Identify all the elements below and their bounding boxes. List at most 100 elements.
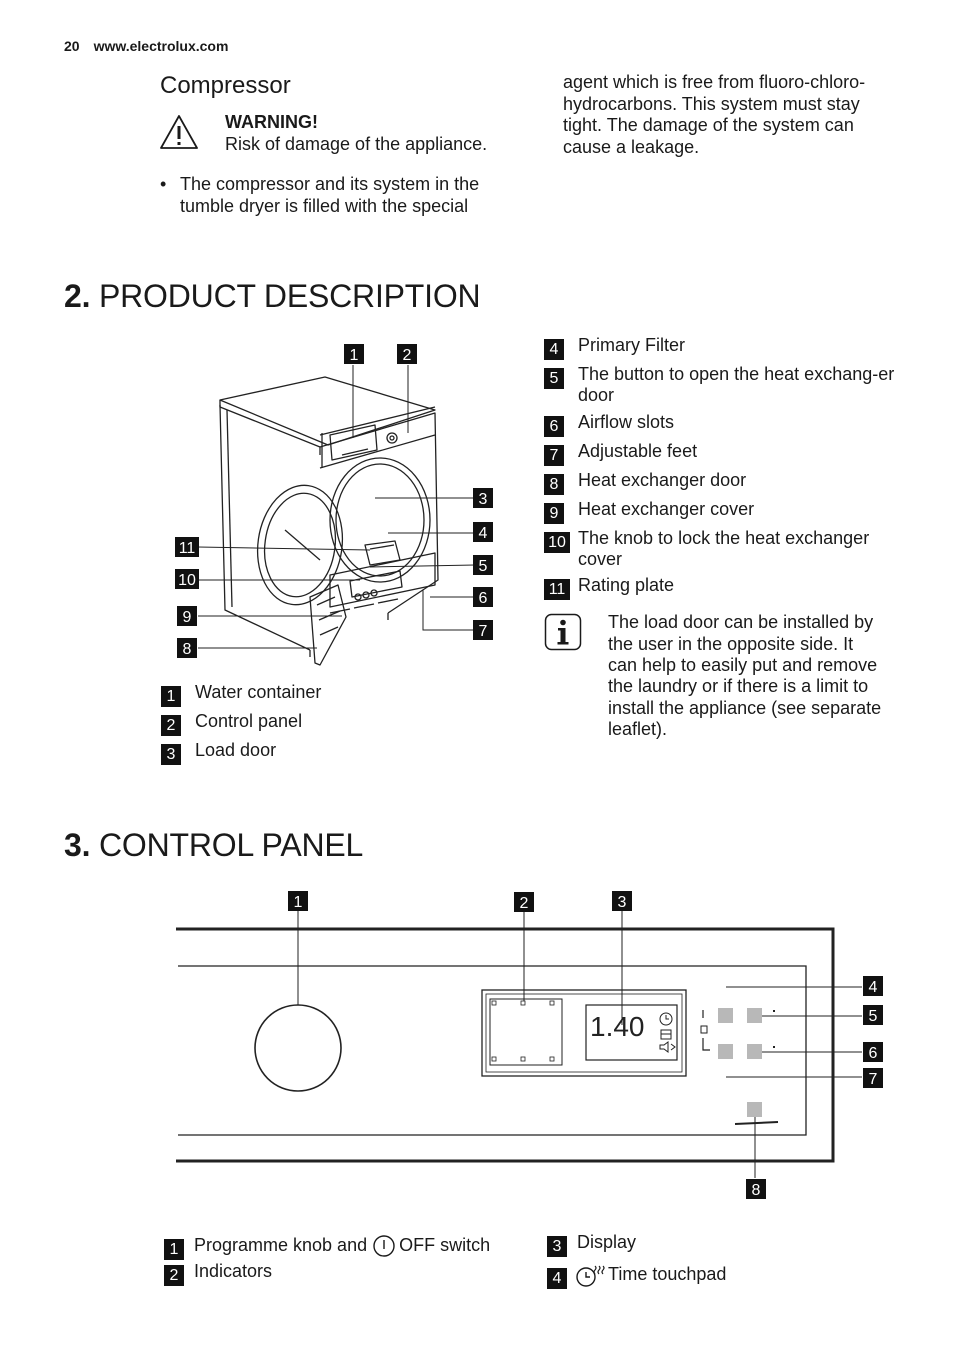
panel-callout-5: 5 bbox=[869, 1008, 878, 1025]
legend-number: 3 bbox=[547, 1236, 567, 1257]
info-line-5: install the appliance (see separate bbox=[608, 698, 882, 718]
warning-title: WARNING! bbox=[225, 112, 318, 132]
legend-number: 10 bbox=[544, 532, 570, 553]
legend-label: Time touchpad bbox=[608, 1264, 727, 1284]
info-icon bbox=[544, 613, 582, 651]
legend-item-primary-filter: 4 Primary Filter bbox=[544, 335, 900, 360]
panel-callout-2: 2 bbox=[520, 895, 529, 912]
control-panel-callouts: 1 2 3 4 5 6 7 8 bbox=[288, 891, 883, 1199]
legend-label: Display bbox=[577, 1232, 637, 1252]
page-header: 20 www.electrolux.com bbox=[64, 38, 228, 54]
legend-item-heat-exchanger-cover: 9 Heat exchanger cover bbox=[544, 499, 900, 524]
legend-item-adjustable-feet: 7 Adjustable feet bbox=[544, 441, 900, 466]
compressor-right-line-4: cause a leakage. bbox=[563, 137, 700, 157]
section-3-number: 3. bbox=[64, 827, 91, 863]
panel-legend-indicators: 2 Indicators bbox=[164, 1261, 272, 1286]
legend-number: 8 bbox=[544, 474, 564, 495]
info-line-4: the laundry or if there is a limit to bbox=[608, 676, 869, 696]
touchpad-bottom-left[interactable] bbox=[718, 1044, 733, 1059]
panel-legend-programme-knob: 1 Programme knob and OFF switch bbox=[164, 1235, 490, 1260]
legend-number: 5 bbox=[544, 368, 564, 389]
section-2-heading: 2. PRODUCT DESCRIPTION bbox=[64, 278, 481, 315]
dryer-callouts: 1 2 3 4 5 6 7 8 9 10 11 bbox=[175, 344, 493, 658]
legend-number: 11 bbox=[544, 579, 570, 600]
compressor-bullet-line-2: tumble dryer is filled with the special bbox=[180, 196, 469, 216]
legend-item-airflow-slots: 6 Airflow slots bbox=[544, 412, 900, 437]
compressor-heading: Compressor bbox=[160, 72, 291, 99]
legend-number: 7 bbox=[544, 445, 564, 466]
compressor-right-line-2: hydrocarbons. This system must stay bbox=[563, 94, 860, 114]
panel-callout-4: 4 bbox=[869, 979, 878, 996]
bullet-dot: • bbox=[160, 174, 167, 194]
dryer-callout-8: 8 bbox=[183, 641, 192, 658]
control-panel-illustration: 1.40 1 2 3 4 5 6 7 8 bbox=[176, 891, 883, 1199]
page-number: 20 bbox=[64, 38, 80, 54]
legend-label-before: Programme knob and bbox=[194, 1235, 368, 1255]
dryer-callout-5: 5 bbox=[479, 558, 488, 575]
info-line-2: the user in the opposite side. It bbox=[608, 634, 854, 654]
legend-number: 1 bbox=[164, 1239, 184, 1260]
legend-label: Load door bbox=[195, 740, 277, 760]
compressor-right-line-3: tight. The damage of the system can bbox=[563, 115, 854, 135]
dryer-callout-1: 1 bbox=[350, 347, 359, 364]
legend-label-after: OFF switch bbox=[399, 1235, 491, 1255]
dryer-callout-6: 6 bbox=[479, 590, 488, 607]
dryer-illustration: 1 2 3 4 5 6 7 8 9 10 11 bbox=[175, 344, 493, 666]
legend-label: Adjustable feet bbox=[578, 441, 698, 461]
display-time-readout: 1.40 bbox=[590, 1011, 645, 1042]
touchpad-start[interactable] bbox=[747, 1102, 762, 1117]
section-2-title: PRODUCT DESCRIPTION bbox=[99, 278, 481, 314]
legend-label: Heat exchanger cover bbox=[578, 499, 755, 519]
compressor-bullet-line-1: The compressor and its system in the bbox=[180, 174, 480, 194]
legend-label: Airflow slots bbox=[578, 412, 675, 432]
section-3-title: CONTROL PANEL bbox=[99, 827, 364, 863]
legend-label: The knob to lock the heat exchanger cove… bbox=[578, 528, 870, 569]
touchpad-top-right[interactable] bbox=[747, 1008, 762, 1023]
legend-item-control-panel: 2 Control panel bbox=[161, 711, 517, 736]
legend-number: 9 bbox=[544, 503, 564, 524]
touchpad-bottom-right[interactable] bbox=[747, 1044, 762, 1059]
legend-number: 4 bbox=[547, 1268, 567, 1289]
legend-number: 2 bbox=[164, 1265, 184, 1286]
legend-item-rating-plate: 11 Rating plate bbox=[544, 575, 900, 600]
info-line-3: can help to easily put and remove bbox=[608, 655, 878, 675]
info-line-6: leaflet). bbox=[608, 719, 668, 739]
legend-number: 2 bbox=[161, 715, 181, 736]
dryer-callout-7: 7 bbox=[479, 623, 488, 640]
dryer-callout-9: 9 bbox=[183, 609, 192, 626]
legend-item-heat-exchanger-button: 5 The button to open the heat exchang-er… bbox=[544, 364, 900, 406]
dryer-callout-11: 11 bbox=[179, 540, 196, 557]
legend-label: Indicators bbox=[194, 1261, 273, 1281]
legend-label: Control panel bbox=[195, 711, 303, 731]
legend-label: Rating plate bbox=[578, 575, 675, 595]
panel-legend-display: 3 Display bbox=[547, 1232, 636, 1257]
compressor-right-line-1: agent which is free from fluoro-chloro- bbox=[563, 72, 866, 92]
panel-callout-1: 1 bbox=[294, 894, 303, 911]
panel-callout-3: 3 bbox=[618, 894, 627, 911]
legend-item-lock-knob: 10 The knob to lock the heat exchanger c… bbox=[544, 528, 900, 570]
touchpad-top-left[interactable] bbox=[718, 1008, 733, 1023]
panel-callout-6: 6 bbox=[869, 1045, 878, 1062]
legend-number: 6 bbox=[544, 416, 564, 437]
dryer-callout-3: 3 bbox=[479, 491, 488, 508]
legend-label: Heat exchanger door bbox=[578, 470, 747, 490]
time-dry-icon bbox=[576, 1265, 605, 1287]
panel-callout-8: 8 bbox=[752, 1182, 761, 1199]
dryer-callout-2: 2 bbox=[403, 347, 412, 364]
legend-number: 1 bbox=[161, 686, 181, 707]
legend-item-load-door: 3 Load door bbox=[161, 740, 517, 765]
section-2-number: 2. bbox=[64, 278, 91, 314]
legend-item-water-container: 1 Water container bbox=[161, 682, 517, 707]
panel-callout-7: 7 bbox=[869, 1071, 878, 1088]
legend-label: Primary Filter bbox=[578, 335, 685, 355]
dryer-callout-10: 10 bbox=[178, 572, 196, 589]
dryer-callout-4: 4 bbox=[479, 525, 488, 542]
legend-label: Water container bbox=[195, 682, 322, 702]
legend-label: The button to open the heat exchang-er d… bbox=[578, 364, 895, 405]
legend-number: 4 bbox=[544, 339, 564, 360]
legend-number: 3 bbox=[161, 744, 181, 765]
website-link[interactable]: www.electrolux.com bbox=[93, 38, 229, 54]
warning-icon bbox=[160, 115, 198, 149]
panel-legend-time-touchpad: 4 Time touchpad bbox=[547, 1264, 726, 1289]
section-3-heading: 3. CONTROL PANEL bbox=[64, 827, 363, 864]
